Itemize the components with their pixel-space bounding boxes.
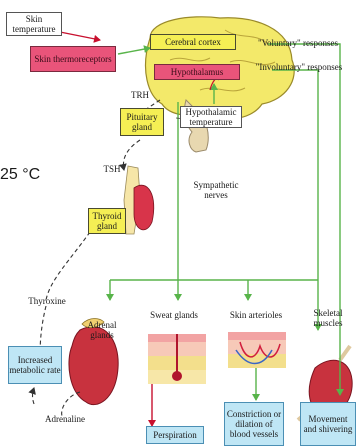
temperature-readout: 25 °C: [0, 166, 40, 184]
skin-thermoreceptors-label: Skin thermoreceptors: [34, 54, 111, 64]
thyroxine-label: Thyroxine: [22, 296, 72, 306]
perspiration-label: Perspiration: [153, 430, 197, 440]
hypothalamic-temperature-label: Hypothalamic temperature: [181, 107, 241, 127]
movement-shivering-label: Movement and shivering: [301, 414, 355, 434]
voluntary-responses-label: "Voluntary" responses: [238, 38, 358, 48]
skin-thermoreceptors-box: Skin thermoreceptors: [30, 46, 116, 72]
movement-shivering-box: Movement and shivering: [300, 402, 356, 446]
tsh-label: TSH: [98, 164, 126, 174]
increased-metabolic-rate-box: Increased metabolic rate: [8, 346, 62, 384]
increased-metabolic-rate-label: Increased metabolic rate: [9, 355, 61, 375]
adrenaline-label: Adrenaline: [36, 414, 94, 424]
hypothalamus-label: Hypothalamus: [171, 67, 224, 77]
skin-temperature-box: Skin temperature: [6, 12, 62, 36]
pituitary-gland-label: Pituitary gland: [121, 112, 163, 132]
thyroid-illustration: [124, 166, 154, 234]
skeletal-muscles-label: Skeletal muscles: [300, 308, 356, 328]
hypothalamic-temperature-box: Hypothalamic temperature: [180, 106, 242, 128]
trh-label: TRH: [125, 90, 155, 100]
skin-temperature-label: Skin temperature: [7, 14, 61, 34]
hypothalamus-box: Hypothalamus: [154, 64, 240, 80]
adrenal-glands-label: Adrenal glands: [80, 320, 124, 340]
sweat-gland-illustration: [148, 334, 206, 384]
cerebral-cortex-label: Cerebral cortex: [165, 37, 221, 47]
skin-arterioles-label: Skin arterioles: [228, 310, 284, 320]
pituitary-gland-box: Pituitary gland: [120, 108, 164, 136]
thyroid-gland-box: Thyroid gland: [88, 208, 126, 234]
thyroid-gland-label: Thyroid gland: [89, 211, 125, 231]
perspiration-box: Perspiration: [146, 426, 204, 444]
constriction-label: Constriction or dilation of blood vessel…: [225, 409, 283, 439]
constriction-box: Constriction or dilation of blood vessel…: [224, 402, 284, 446]
sympathetic-nerves-label: Sympathetic nerves: [188, 180, 244, 200]
cerebral-cortex-box: Cerebral cortex: [150, 34, 236, 50]
involuntary-responses-label: "Involuntary" responses: [240, 62, 358, 72]
arterioles-illustration: [228, 332, 286, 368]
sweat-glands-label: Sweat glands: [150, 310, 198, 320]
